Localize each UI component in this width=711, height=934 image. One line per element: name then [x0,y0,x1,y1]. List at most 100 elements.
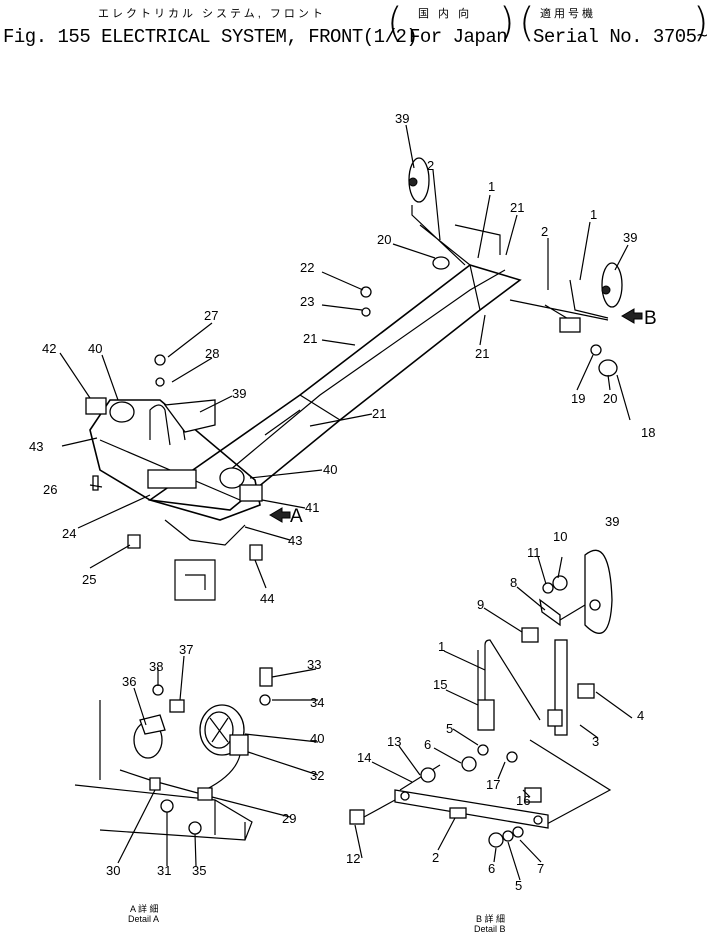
callout: 1 [590,207,597,222]
callout: 5 [515,878,522,893]
callout: 39 [232,386,246,401]
title-japanese: エレクトリカル システム, フロント [98,8,326,20]
view-arrow-b-label: B [644,308,657,329]
callout: 11 [527,545,541,560]
paren-close-left: ) [499,0,515,46]
mirror-39-detail [584,549,613,634]
callout: 20 [377,232,391,247]
leader-lines-b [399,739,612,826]
bracket-15 [477,699,495,731]
detail-b: B 詳 細 Detail B [349,549,613,934]
lamp-41 [239,484,263,502]
main-assembly: A B [85,157,657,601]
bracket-32 [229,734,249,756]
serial-label: Serial No. 3705~ [533,26,708,48]
callout: 39 [395,111,409,126]
callout: 6 [424,737,431,752]
detail-a: A 詳 細 Detail A [74,667,273,924]
bolt-37 [169,699,185,713]
washer-17 [506,751,518,763]
callout: 29 [282,811,296,826]
washer-5b [502,830,514,842]
callout: 2 [427,158,434,173]
leader-lines [59,124,633,881]
view-arrow-b [621,308,643,324]
callout: 44 [260,591,274,606]
callout: 13 [387,734,401,749]
nut-10 [552,575,568,591]
callout: 1 [488,179,495,194]
callout: 12 [346,851,360,866]
figure-title: Fig. 155 ELECTRICAL SYSTEM, FRONT(1/2) [3,26,418,48]
callout: 36 [122,674,136,689]
callout: 1 [438,639,445,654]
callout: 24 [62,526,76,541]
callout-numbers: 39 2 1 21 20 1 2 39 22 23 21 21 19 20 18… [29,111,655,893]
callout: 3 [592,734,599,749]
callout: 15 [433,677,447,692]
detail-b-caption: Detail B [474,924,506,934]
callout: 32 [310,768,324,783]
callout: 8 [510,575,517,590]
callout: 19 [571,391,585,406]
callout: 10 [553,529,567,544]
lamp-20-right [598,359,618,377]
clip-30 [149,777,161,791]
serial-japanese: 適用号機 [540,8,596,20]
callout: 2 [541,224,548,239]
washer-7 [512,826,524,838]
nut-6b [488,832,504,848]
callout: 30 [106,863,120,878]
work-lamp-40-left [109,401,135,423]
stay-2 [394,789,549,829]
callout: 34 [310,695,324,710]
callout: 31 [157,863,171,878]
callout: 6 [488,861,495,876]
callout: 40 [323,462,337,477]
mirror-arm [559,604,586,621]
callout: 21 [475,346,489,361]
mirror-39-right [601,262,623,308]
bolt-33 [259,667,273,687]
washer-5 [477,744,489,756]
callout: 40 [310,731,324,746]
callout: 33 [307,657,321,672]
nut-13 [420,767,436,783]
nut-35 [188,821,202,835]
callout: 40 [88,341,102,356]
callout: 21 [303,331,317,346]
callout: 43 [288,533,302,548]
callout: 18 [641,425,655,440]
nut-6 [461,756,477,772]
paren-open-right: ( [519,0,535,46]
work-lamp-40-front [219,467,245,489]
detail-a-caption-jp: A 詳 細 [130,903,159,914]
washer-34 [259,694,271,706]
callout: 14 [357,750,371,765]
view-arrow-a [269,507,291,523]
callout: 37 [179,642,193,657]
callout: 21 [510,200,524,215]
callout: 5 [446,721,453,736]
callout: 2 [432,850,439,865]
callout: 41 [305,500,319,515]
guard-support [164,519,246,601]
lamp-42 [85,397,107,415]
mirror-stay-right [509,279,609,321]
callout: 25 [82,572,96,587]
callout: 16 [516,793,530,808]
callout: 22 [300,260,314,275]
callout: 20 [603,391,617,406]
bolt-4 [577,683,595,699]
lamp-wire [149,754,241,796]
callout: 9 [477,597,484,612]
bolt-12 [349,809,365,825]
paren-close-right: ) [693,0,709,46]
callout: 35 [192,863,206,878]
region-japanese: 国 内 向 [418,8,473,20]
callout: 4 [637,708,644,723]
detail-b-caption-jp: B 詳 細 [476,913,505,924]
harness-wire [229,269,506,471]
callout: 39 [623,230,637,245]
